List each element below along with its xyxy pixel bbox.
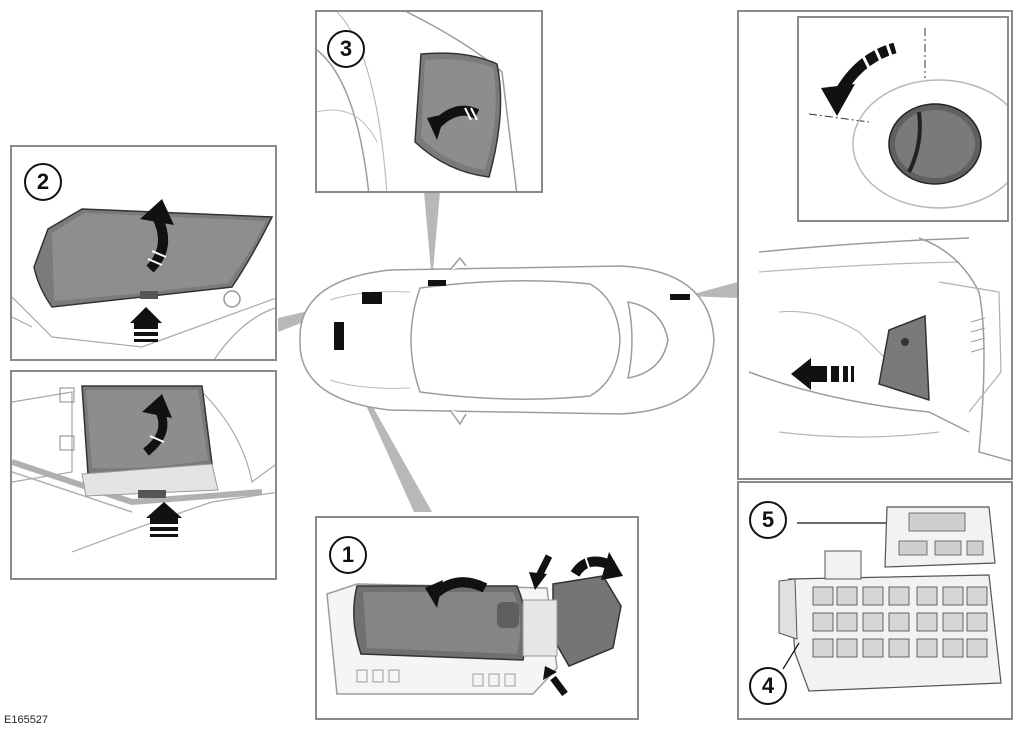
panel-glovebox-cover: 3 [315,10,543,193]
panel-boot-access [737,10,1013,480]
straight-arrow-icon [146,502,182,537]
callout-5: 5 [749,501,787,539]
pointer-to-panel-3 [424,192,440,282]
fuse-box-under-trim-drawing [12,385,275,553]
panel-trim-cover-lower [10,370,277,580]
fuse-box-removal-drawing [326,552,623,697]
curved-arrow-icon [140,199,174,273]
glovebox-drawing [317,12,518,191]
fuse-boxes-drawing [778,506,1002,692]
location-marker-trim [362,292,382,304]
callout-3: 3 [327,30,365,68]
panel-fastener-rotate [797,16,1009,222]
curved-arrow-icon [427,105,480,140]
rotate-arrow-icon [821,42,897,116]
figure-reference: E165527 [4,714,49,726]
trim-cover-drawing [12,199,275,359]
location-marker-fusebox [334,322,344,350]
curved-arrow-icon [142,394,172,456]
callout-2: 2 [24,163,62,201]
callout-1: 1 [329,536,367,574]
panel-fuse-box-removal: 1 [315,516,639,720]
car-top-view [299,256,715,426]
straight-arrow-icon [543,666,568,697]
curved-arrow-icon [570,552,623,580]
pointer-to-boot-panel [686,282,738,298]
callout-4: 4 [749,667,787,705]
straight-arrow-icon [791,358,854,390]
fuse-box-connector [552,575,622,667]
straight-arrow-icon [529,554,553,590]
panel-fuse-boxes: 5 4 [737,481,1013,720]
fastener-drawing [808,28,1007,209]
straight-arrow-icon [130,307,162,342]
boot-access-panel [878,314,930,402]
boot-interior-drawing [748,237,1011,462]
curved-arrow-icon [425,577,488,608]
location-marker-boot [670,294,690,300]
location-marker-glovebox [428,280,446,286]
panel-trim-cover-upper: 2 [10,145,277,361]
